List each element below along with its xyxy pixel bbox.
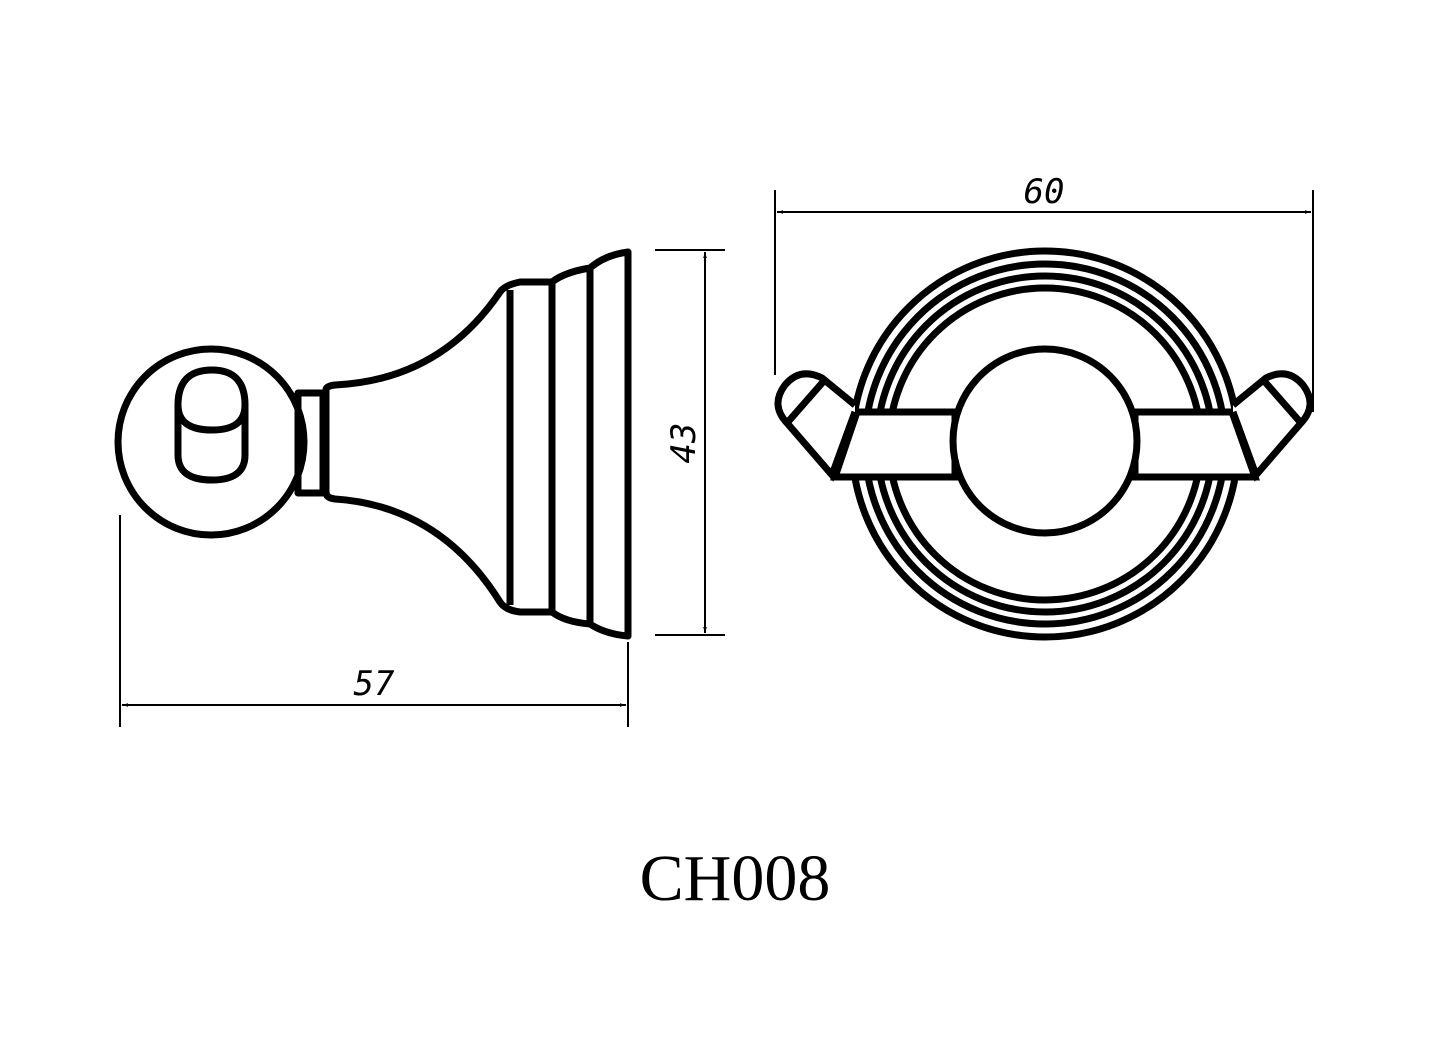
dimension-height xyxy=(655,249,725,636)
height-label: 43 xyxy=(664,423,704,464)
dimension-depth xyxy=(119,515,629,727)
hook-tip-line xyxy=(1262,379,1304,426)
center-boss xyxy=(949,345,1141,537)
right-hook-tip xyxy=(1229,370,1314,482)
model-code: CH008 xyxy=(640,842,831,915)
depth-label: 57 xyxy=(354,664,395,704)
hook-ball xyxy=(114,345,308,539)
hook-tip-line xyxy=(784,379,826,426)
dimension-width xyxy=(774,190,1314,412)
side-view xyxy=(114,248,632,640)
front-view xyxy=(774,247,1314,641)
left-hook-tip xyxy=(774,370,859,482)
width-label: 60 xyxy=(1024,172,1065,212)
flared-base xyxy=(322,248,632,640)
hook-tip-cylinder xyxy=(174,366,249,484)
